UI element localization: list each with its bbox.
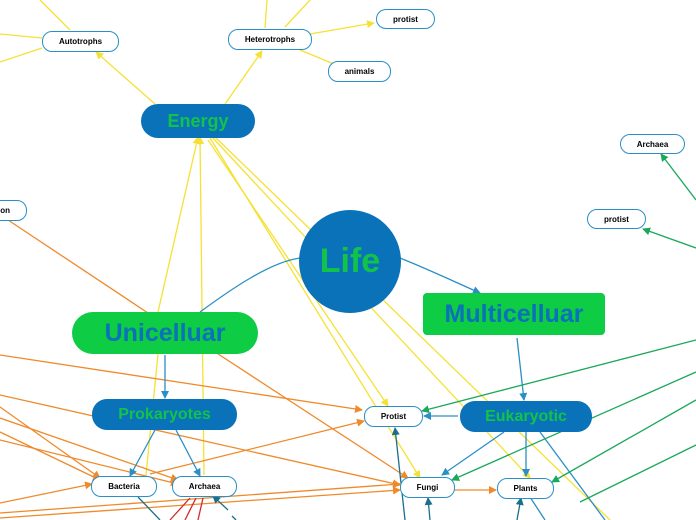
- node-label: ion: [0, 206, 10, 215]
- node-autotrophs[interactable]: Autotrophs: [42, 31, 119, 52]
- node-protist-mid[interactable]: Protist: [364, 406, 423, 427]
- node-label: Archaea: [188, 482, 221, 491]
- node-label: Bacteria: [108, 482, 140, 491]
- node-label: Prokaryotes: [118, 405, 211, 423]
- node-prokaryotes[interactable]: Prokaryotes: [92, 399, 237, 430]
- node-heterotrophs[interactable]: Heterotrophs: [228, 29, 312, 50]
- node-label: Autotrophs: [58, 37, 103, 46]
- teal-edges: [137, 427, 524, 520]
- node-label: Fungi: [416, 483, 439, 492]
- node-animals[interactable]: animals: [328, 61, 391, 82]
- node-bacteria[interactable]: Bacteria: [91, 476, 157, 497]
- blue-edges: [129, 257, 606, 520]
- node-label: Life: [319, 242, 381, 280]
- node-label: Archaea: [636, 139, 669, 149]
- red-edges: [169, 497, 204, 520]
- node-label: protist: [393, 14, 418, 24]
- node-energy[interactable]: Energy: [141, 104, 255, 138]
- node-label: Eukaryotic: [485, 407, 567, 425]
- node-partial-left[interactable]: ion: [0, 200, 27, 221]
- node-label: animals: [344, 67, 375, 76]
- node-fungi[interactable]: Fungi: [400, 477, 455, 498]
- node-label: Energy: [167, 110, 229, 131]
- node-protist-top[interactable]: protist: [376, 9, 435, 29]
- node-multicellular[interactable]: Multicelluar: [423, 293, 605, 335]
- node-archaea-right[interactable]: Archaea: [620, 134, 685, 154]
- orange-edges: [0, 217, 497, 519]
- node-plants[interactable]: Plants: [497, 478, 554, 499]
- node-label: Protist: [380, 412, 407, 421]
- node-unicellular[interactable]: Unicelluar: [72, 312, 258, 354]
- node-label: Plants: [513, 484, 538, 493]
- node-label: Multicelluar: [444, 299, 584, 328]
- node-eukaryotic[interactable]: Eukaryotic: [460, 401, 592, 432]
- node-label: protist: [604, 214, 629, 224]
- node-archaea-bottom[interactable]: Archaea: [172, 476, 237, 497]
- node-protist-right[interactable]: protist: [587, 209, 646, 229]
- node-label: Heterotrophs: [244, 35, 296, 44]
- node-life[interactable]: Life: [299, 210, 401, 313]
- node-label: Unicelluar: [104, 318, 226, 347]
